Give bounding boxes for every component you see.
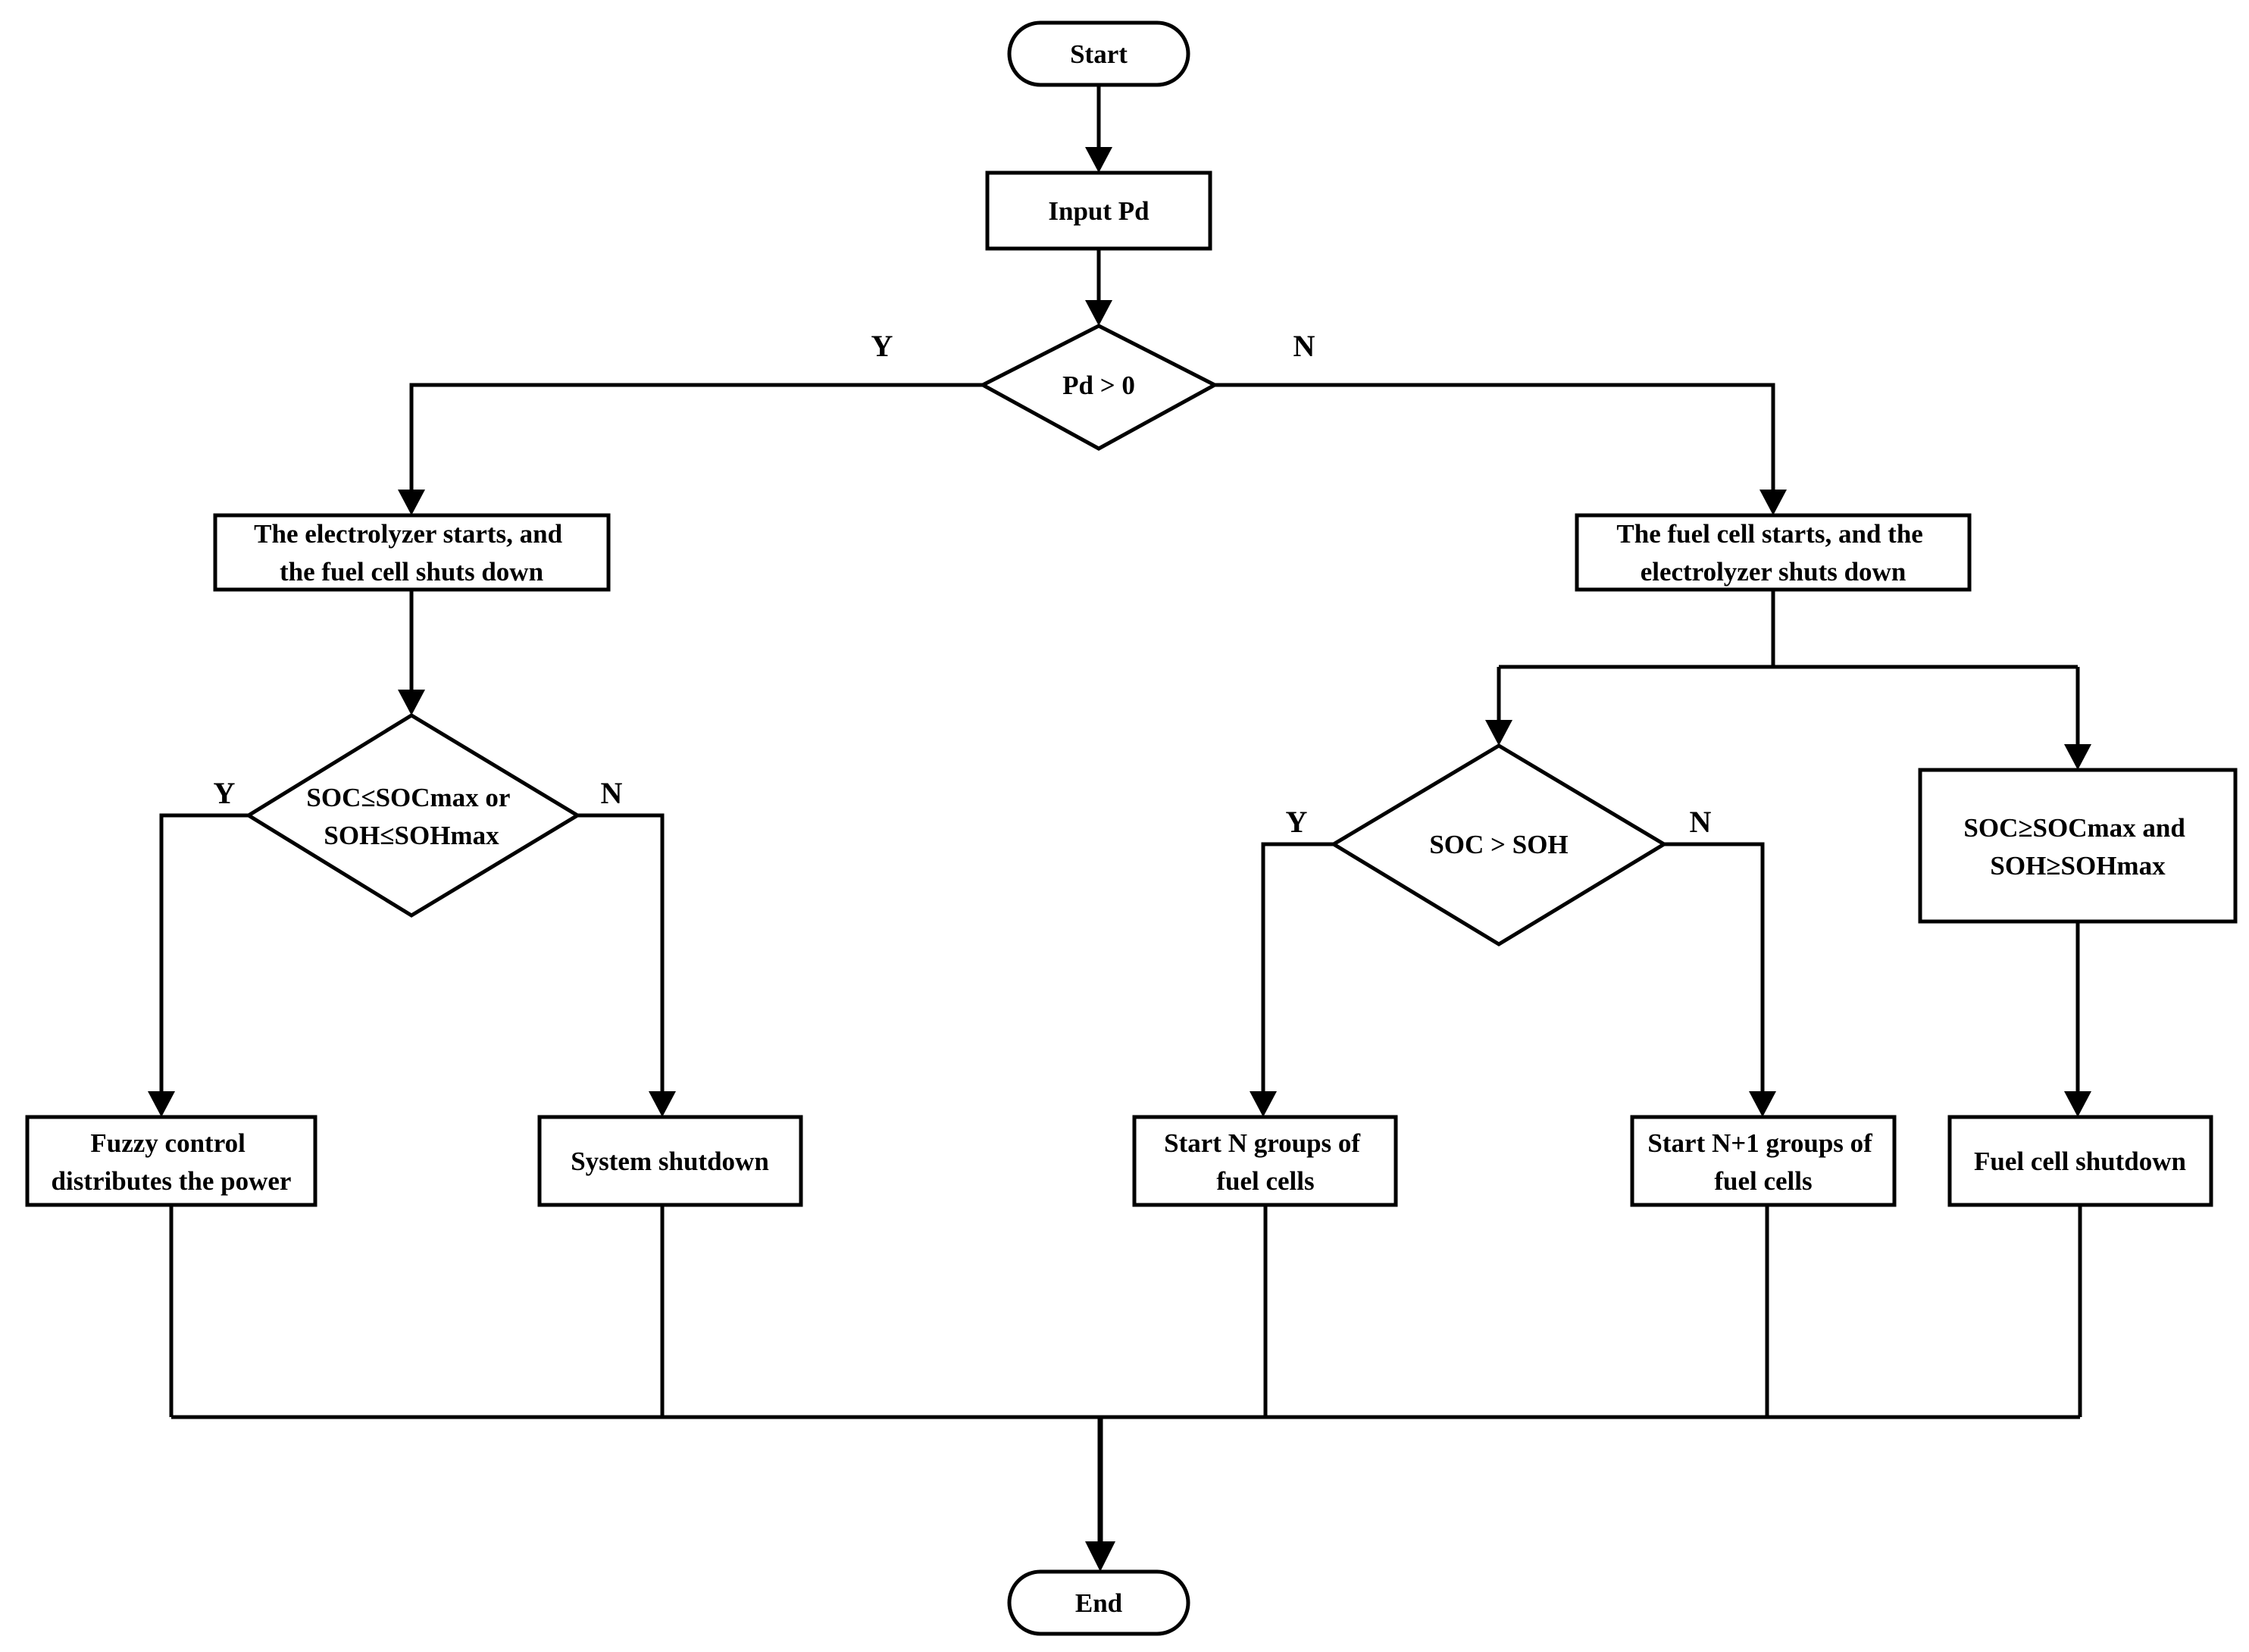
decision-socmax-label: SOC≤SOCmax or SOH≤SOHmax (306, 783, 516, 850)
arrowhead (649, 1091, 676, 1117)
connector-decision-yes (409, 383, 983, 496)
start-n1-process: Start N+1 groups of fuel cells (1630, 1115, 1897, 1207)
branch-label-pd-yes: Y (871, 329, 893, 363)
decision-pd: Pd > 0 (978, 324, 1219, 451)
arrowhead (398, 490, 425, 515)
decision-socmax: SOC≤SOCmax or SOH≤SOHmax (245, 713, 581, 918)
arrowhead (1759, 490, 1787, 515)
branch-label-socsoh-no: N (1690, 805, 1712, 839)
decision-pd-label: Pd > 0 (1062, 371, 1135, 400)
branch-labels: Y N Y N Y N (214, 329, 1712, 839)
branch-label-socmax-yes: Y (214, 776, 236, 810)
start-n1-label: Start N+1 groups of fuel cells (1647, 1128, 1878, 1196)
arrowhead (1485, 720, 1512, 746)
electrolyzer-start-label: The electrolyzer starts, and the fuel ce… (254, 519, 569, 587)
electrolyzer-start-process: The electrolyzer starts, and the fuel ce… (213, 513, 611, 592)
connector-socsoh-yes (1261, 842, 1334, 1097)
branch-label-socmax-no: N (601, 776, 623, 810)
end-label: End (1075, 1588, 1123, 1618)
connector-socmax-yes (159, 813, 249, 1097)
arrowhead (2064, 744, 2091, 770)
branch-label-socsoh-yes: Y (1286, 805, 1308, 839)
arrowhead (398, 690, 425, 715)
arrowhead (1085, 147, 1112, 173)
end-terminal: End (1007, 1569, 1190, 1636)
arrowhead (148, 1091, 175, 1117)
fuelcell-start-process: The fuel cell starts, and the electrolyz… (1575, 513, 1972, 592)
arrowhead (2064, 1091, 2091, 1117)
fuelcell-start-label: The fuel cell starts, and the electrolyz… (1616, 519, 1929, 587)
condition-socmax-process: SOC≥SOCmax and SOH≥SOHmax (1918, 768, 2238, 924)
condition-socmax-label: SOC≥SOCmax and SOH≥SOHmax (1963, 813, 2191, 881)
fuelcell-shutdown-process: Fuel cell shutdown (1947, 1115, 2213, 1207)
input-process: Input Pd (985, 171, 1212, 251)
connectors (148, 85, 2091, 1572)
fuzzy-control-process: Fuzzy control distributes the power (25, 1115, 317, 1207)
start-label: Start (1070, 39, 1128, 69)
system-shutdown-process: System shutdown (537, 1115, 803, 1207)
decision-socsoh-label: SOC > SOH (1429, 830, 1568, 859)
connector-decision-no (1215, 383, 1775, 496)
start-n-process: Start N groups of fuel cells (1132, 1115, 1398, 1207)
arrowhead (1250, 1091, 1277, 1117)
arrowhead (1085, 1541, 1115, 1572)
input-label: Input Pd (1048, 196, 1150, 226)
system-shutdown-label: System shutdown (571, 1147, 769, 1176)
start-terminal: Start (1007, 20, 1190, 87)
connector-socmax-no (577, 813, 665, 1097)
connector-socsoh-no (1664, 842, 1765, 1097)
decision-socsoh: SOC > SOH (1330, 743, 1668, 946)
fuelcell-shutdown-label: Fuel cell shutdown (1974, 1147, 2186, 1176)
arrowhead (1749, 1091, 1776, 1117)
start-n-label: Start N groups of fuel cells (1164, 1128, 1367, 1196)
branch-label-pd-no: N (1293, 329, 1315, 363)
arrowhead (1085, 300, 1112, 326)
fuzzy-control-label: Fuzzy control distributes the power (52, 1128, 292, 1196)
